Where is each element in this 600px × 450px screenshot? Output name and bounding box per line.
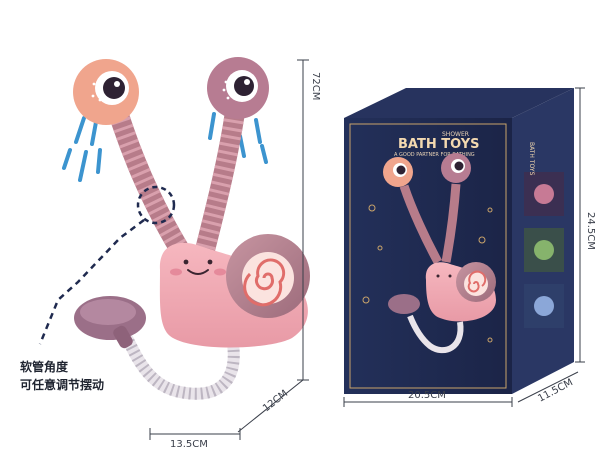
water-drops-left	[62, 116, 102, 182]
hose-highlight-circle	[136, 185, 176, 225]
right-hose	[195, 102, 245, 260]
box-toy-snail	[425, 262, 496, 322]
box-top-panel	[344, 88, 574, 118]
box-toy-left-eye	[383, 157, 413, 187]
box-brand: BATH TOYS	[398, 137, 479, 152]
hose-caption-line1: 软管角度	[20, 360, 69, 374]
snail-shell	[226, 234, 310, 318]
left-hose	[108, 102, 190, 260]
box-depth-label: 11.5CM	[536, 377, 575, 405]
box-height-label: 24.5CM	[585, 212, 596, 250]
box-subtitle: SHOWER	[442, 131, 469, 138]
annotation-pointer	[38, 219, 145, 345]
left-eye-shower	[73, 59, 139, 125]
toy-dimension-lines	[149, 59, 309, 440]
box-toy-right-eye	[441, 153, 471, 183]
box-tagline: A GOOD PARTNER FOR BATHING	[394, 152, 475, 158]
hose-caption-line2: 可任意调节摆动	[20, 378, 105, 392]
box-decorations	[362, 204, 493, 343]
box-front-panel	[344, 118, 512, 394]
hose-caption: 软管角度 可任意调节摆动	[20, 358, 104, 394]
toy-width-label: 13.5CM	[170, 439, 208, 450]
box-dimension-lines	[343, 87, 585, 407]
toy-height-label: 72CM	[310, 72, 321, 100]
right-eye-shower	[207, 57, 269, 119]
coiled-hose	[122, 332, 240, 400]
box-width-label: 20.5CM	[408, 390, 446, 401]
box-side-thumbnails	[524, 172, 564, 328]
toy-depth-label: 12CM	[261, 388, 290, 414]
shower-head	[74, 296, 146, 349]
box-side-label: BATH TOYS	[528, 142, 535, 176]
